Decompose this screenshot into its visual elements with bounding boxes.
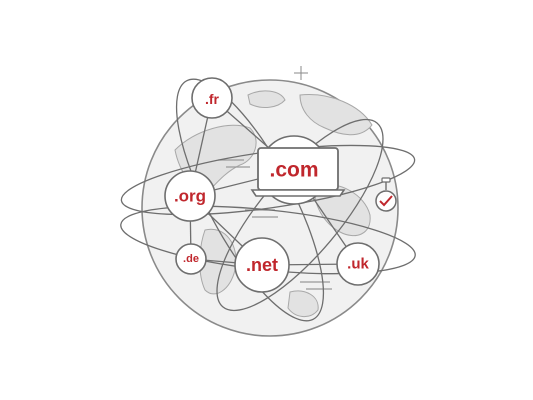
domain-node-org: .org <box>164 170 216 222</box>
domain-label-de: .de <box>183 253 199 265</box>
domain-label-uk: .uk <box>347 256 369 273</box>
domain-label-net: .net <box>246 255 278 275</box>
domain-node-uk: .uk <box>336 242 380 286</box>
domain-node-fr: .fr <box>191 77 233 119</box>
domain-label-org: .org <box>174 187 206 206</box>
stopwatch-check-icon <box>375 177 397 212</box>
sparkle-icon <box>294 66 308 80</box>
domain-node-com: .com <box>250 135 346 205</box>
domain-node-de: .de <box>175 243 207 275</box>
domain-label-fr: .fr <box>205 91 220 107</box>
laptop-icon <box>250 147 346 197</box>
domain-label-com: .com <box>269 159 318 182</box>
domain-node-net: .net <box>234 237 290 293</box>
